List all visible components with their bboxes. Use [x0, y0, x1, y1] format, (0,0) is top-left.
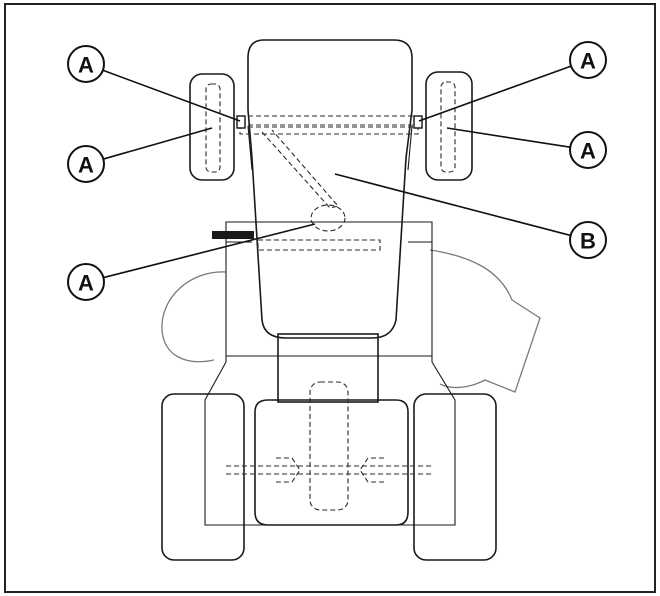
leader-line-b1: [334, 173, 571, 237]
front-right-wheel: [425, 71, 473, 181]
chassis-body: [204, 221, 456, 526]
grease-fitting-left: [236, 115, 246, 129]
leader-line-a2: [418, 65, 572, 122]
callout-circle-a1: [67, 45, 105, 83]
hood-crease: [247, 125, 253, 171]
callout-circle-a5: [67, 263, 105, 301]
leader-line-a4: [446, 127, 571, 149]
steering-pivot-hidden: [310, 204, 346, 232]
callout-label-a5: A: [78, 271, 94, 296]
callout-circle-a4: [569, 131, 607, 169]
lever-handle: [212, 231, 254, 239]
callout-label-a1: A: [78, 53, 94, 78]
front-left-wheel-hub: [205, 83, 221, 173]
leader-line-a1: [102, 69, 241, 122]
callout-label-a3: A: [78, 153, 94, 178]
callout-circle-b1: [569, 221, 607, 259]
callout-circle-a2: [569, 41, 607, 79]
grease-fitting-right: [413, 115, 423, 129]
callout-label-b1: B: [580, 229, 596, 254]
hood: [247, 39, 413, 339]
seat-base: [254, 399, 409, 526]
steering-column: [277, 333, 379, 403]
rear-right-wheel: [413, 393, 497, 561]
axle-coupler-hidden: [276, 457, 301, 483]
rear-left-wheel: [161, 393, 245, 561]
front-axle-hidden: [239, 126, 419, 135]
front-right-wheel-hub: [440, 81, 456, 173]
callout-label-a4: A: [580, 139, 596, 164]
crossbar-hidden: [257, 239, 381, 251]
drive-shaft-hidden: [309, 381, 349, 511]
leader-line-a3: [103, 127, 213, 160]
front-left-wheel: [189, 73, 235, 181]
hood-crease: [407, 125, 413, 171]
leader-line-a5: [103, 223, 316, 279]
right-fender: [429, 249, 541, 393]
drag-link-hidden: [261, 129, 340, 209]
front-axle-hidden: [239, 115, 419, 126]
figure-border: [4, 3, 656, 593]
callout-label-a2: A: [580, 49, 596, 74]
callout-circle-a3: [67, 145, 105, 183]
left-fender: [161, 271, 227, 363]
axle-coupler-hidden: [359, 457, 384, 483]
